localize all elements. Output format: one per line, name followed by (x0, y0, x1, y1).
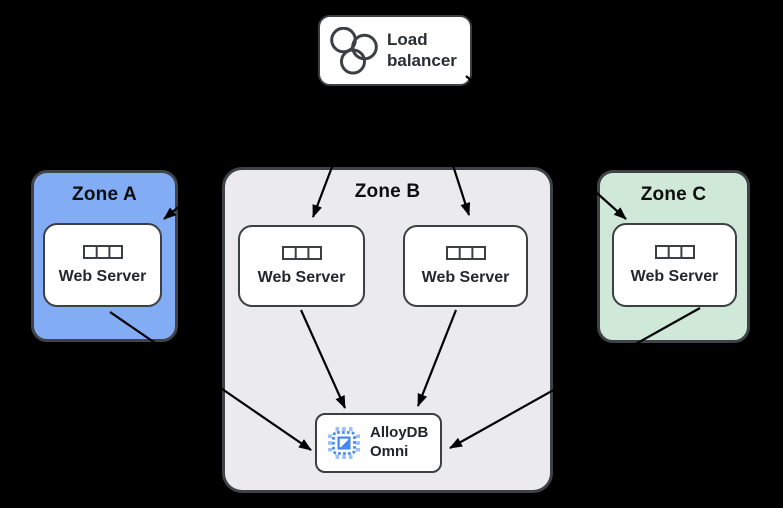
load-balancer-circles-icon (330, 26, 378, 74)
web-server-label: Web Server (257, 268, 346, 286)
web-server-label: Web Server (421, 268, 510, 286)
alloydb-omni-chip-icon (328, 427, 360, 459)
load-balancer-label: Load balancer (387, 30, 457, 70)
web-server-node-zone-a: Web Server (43, 223, 162, 307)
server-rack-icon (654, 244, 695, 259)
server-rack-icon (281, 245, 322, 260)
web-server-node-zone-c: Web Server (612, 223, 737, 307)
web-server-label: Web Server (630, 267, 719, 285)
server-rack-icon (82, 244, 123, 259)
web-server-label: Web Server (58, 267, 147, 285)
alloydb-omni-label: AlloyDB Omni (370, 424, 429, 460)
zone-a-title: Zone A (72, 184, 137, 205)
zone-b-title: Zone B (354, 181, 421, 202)
zone-c-title: Zone C (640, 184, 707, 205)
web-server-node-zone-b-2: Web Server (403, 225, 528, 307)
alloydb-omni-node: AlloyDB Omni (315, 413, 442, 473)
server-rack-icon (445, 245, 486, 260)
web-server-node-zone-b-1: Web Server (238, 225, 365, 307)
load-balancer-node: Load balancer (318, 15, 472, 86)
